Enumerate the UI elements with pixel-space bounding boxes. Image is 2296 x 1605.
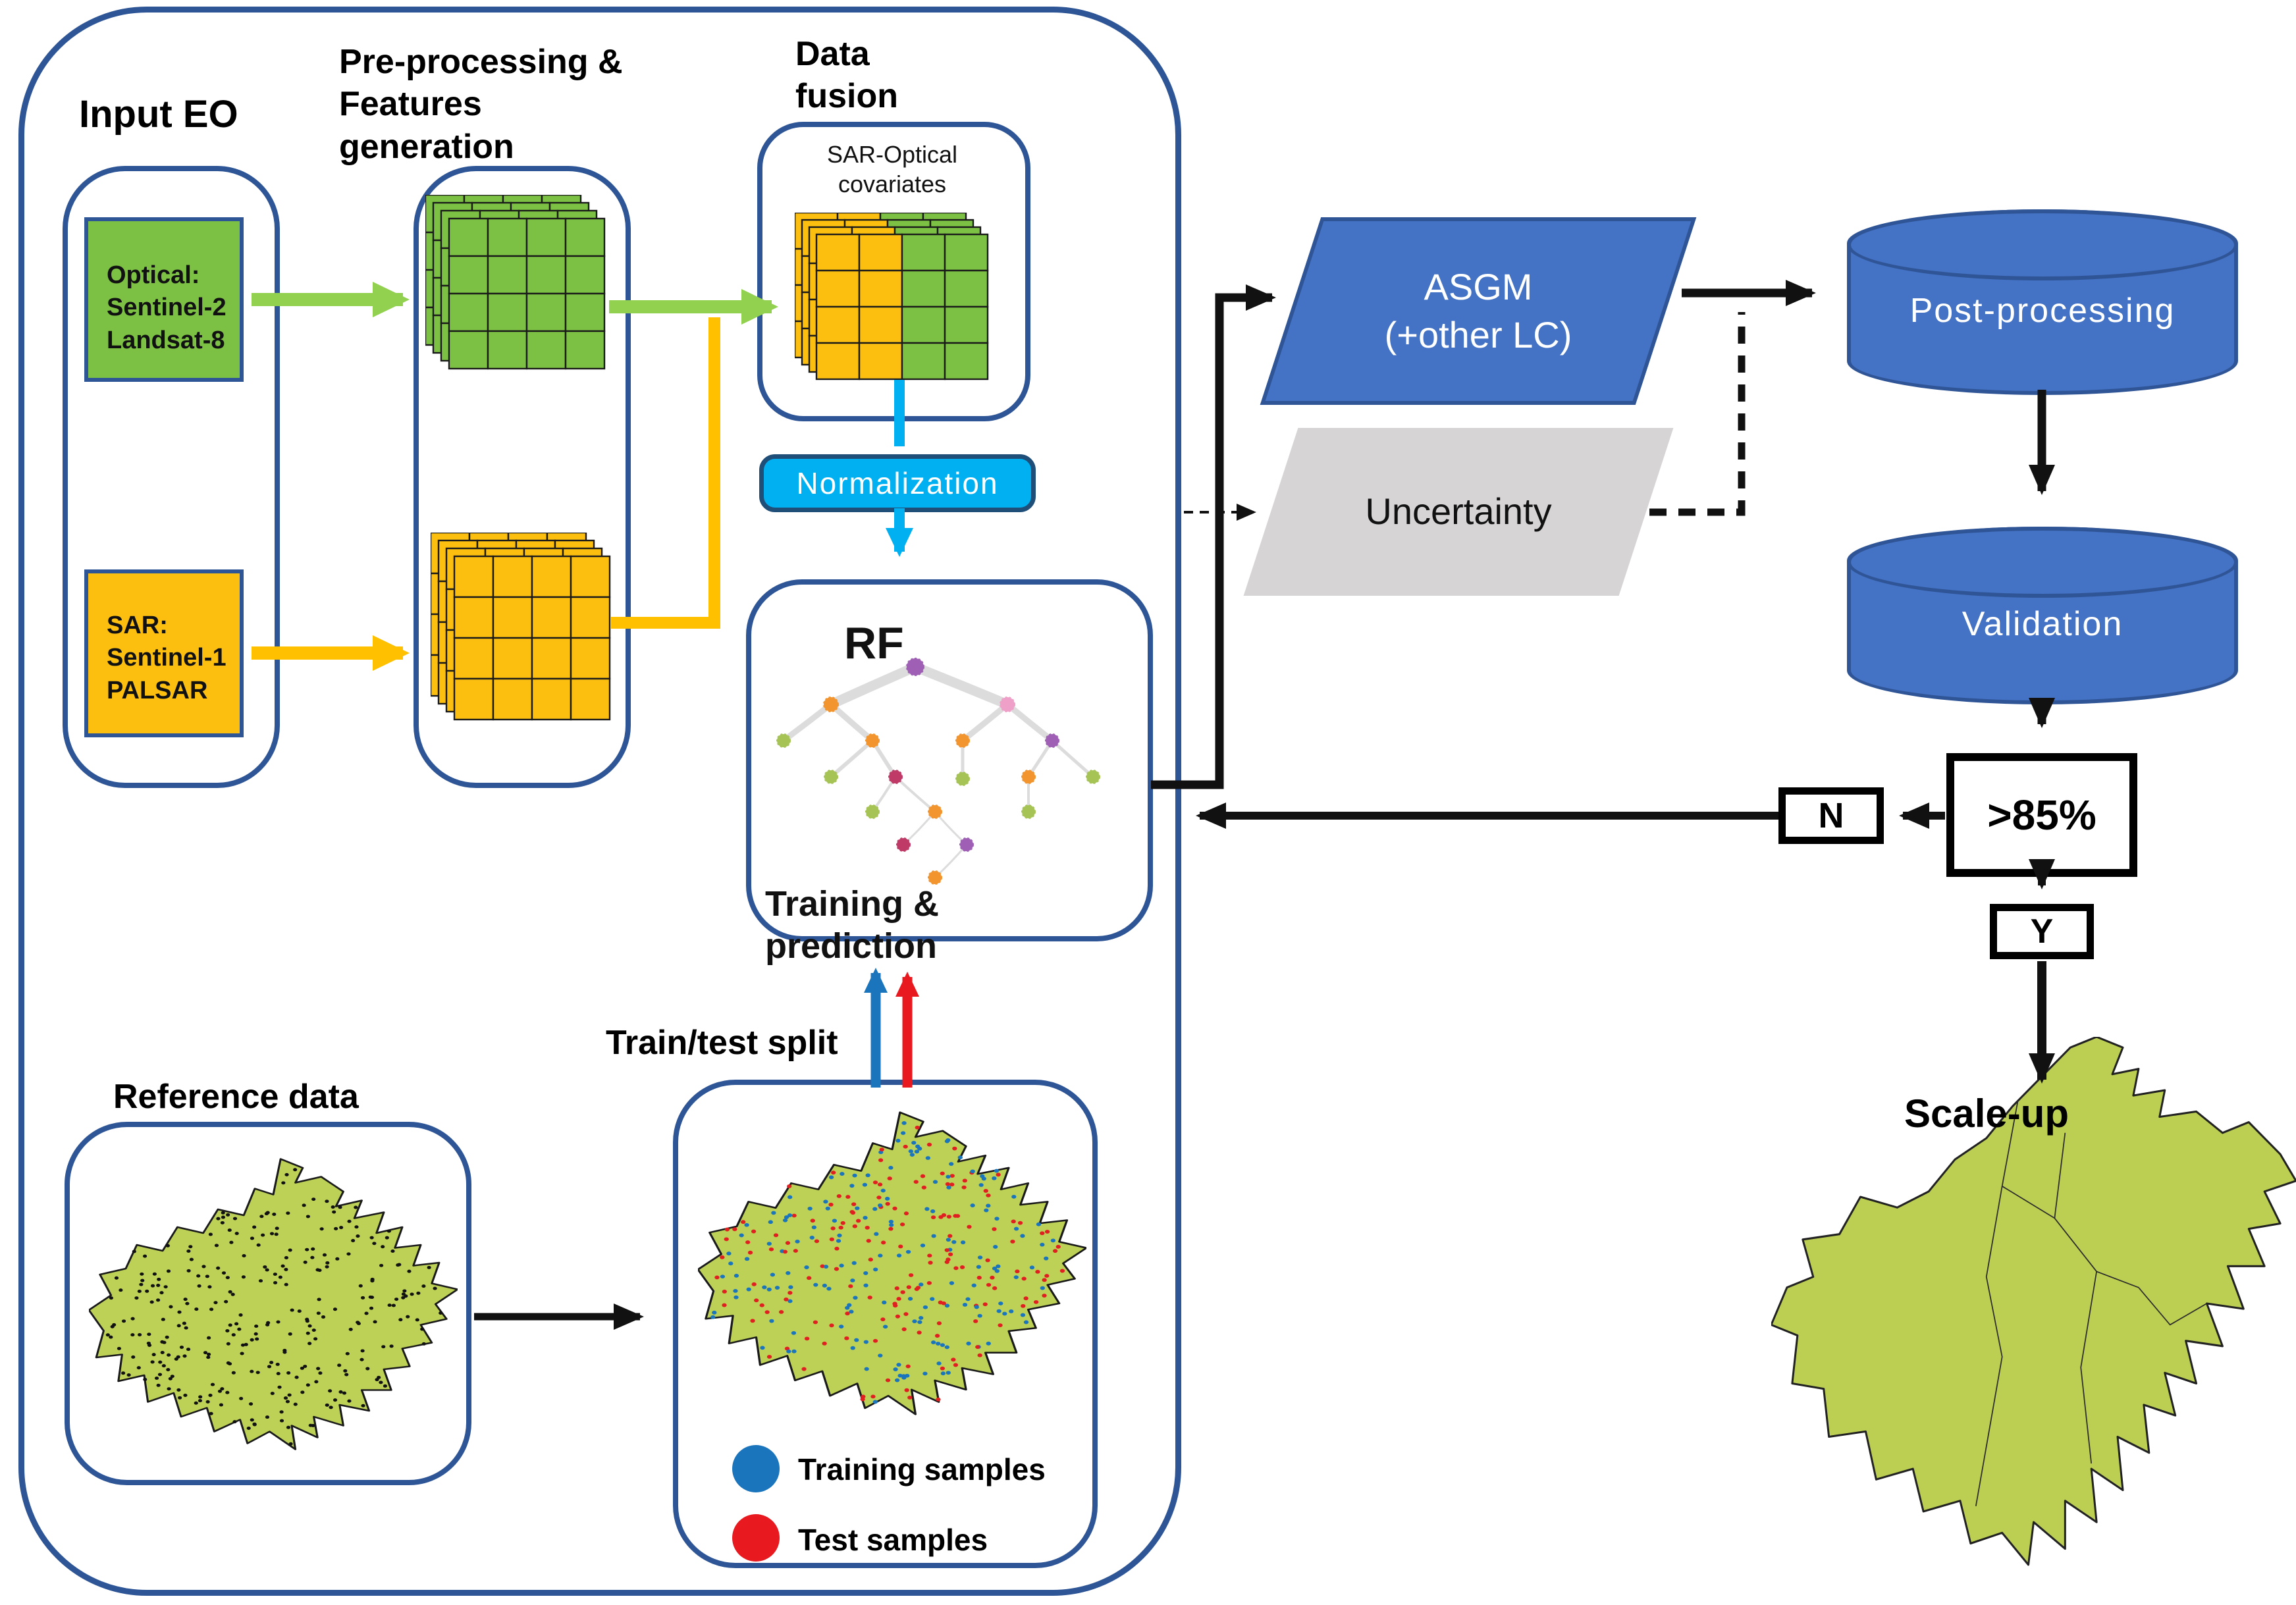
fused-covariate-stack [795, 213, 989, 381]
post-processing-cylinder: Post-processing [1847, 209, 2238, 395]
post-processing-label: Post-processing [1909, 292, 2176, 330]
reference-data-box [65, 1122, 471, 1485]
train-test-split-heading: Train/test split [606, 1024, 838, 1062]
province-boundary [2002, 1186, 2098, 1464]
data-fusion-box [757, 122, 1030, 421]
grid-sheet [453, 555, 611, 721]
normalization-label: Normalization [796, 466, 999, 500]
sar-source-box: SAR: Sentinel-1 PALSAR [84, 569, 244, 737]
province-boundary [2054, 1132, 2066, 1219]
optical-source-label: Optical: Sentinel-2 Landsat-8 [107, 261, 227, 354]
rf-box [746, 579, 1153, 941]
random-forest-tree [776, 658, 1100, 885]
yes-box: Y [1990, 904, 2094, 959]
cylinder-top-ellipse [1847, 527, 2238, 598]
validation-label: Validation [1962, 605, 2123, 643]
region-outline [698, 1111, 1086, 1415]
data-fusion-heading: Data fusion [795, 35, 898, 116]
province-boundary [1975, 1101, 2019, 1506]
reference-samples-map [89, 1158, 458, 1450]
input-eo-box [63, 166, 280, 788]
region-outline [1771, 1037, 2296, 1566]
pipeline-container [18, 7, 1181, 1596]
input-eo-heading: Input EO [79, 93, 238, 136]
normalization-box: Normalization [759, 454, 1036, 512]
scale-up-map [1771, 1037, 2296, 1566]
train-test-samples-map [698, 1111, 1086, 1415]
sar-feature-stack [431, 533, 611, 721]
training-samples-label: Training samples [798, 1452, 1046, 1487]
cylinder-top-ellipse [1847, 209, 2238, 280]
sar-source-label: SAR: Sentinel-1 PALSAR [107, 612, 227, 704]
sample-dots [105, 1168, 443, 1446]
grid-sheet [815, 233, 989, 381]
uncertainty-label: Uncertainty [1365, 490, 1552, 533]
threshold-box: >85% [1946, 753, 2137, 877]
rf-label: RF [844, 618, 904, 668]
asgm-label: ASGM (+other LC) [1384, 265, 1572, 355]
scale-up-heading: Scale-up [1904, 1092, 2069, 1136]
training-samples-dot [732, 1445, 780, 1492]
tree-nodes [776, 658, 1100, 885]
training-prediction-label: Training & prediction [765, 884, 940, 966]
test-samples-dot [732, 1514, 780, 1562]
train-test-box [673, 1080, 1098, 1568]
test-samples-label: Test samples [798, 1523, 988, 1557]
region-outline [89, 1158, 458, 1450]
optical-feature-stack [425, 195, 606, 370]
province-boundary [2096, 1271, 2207, 1326]
sar-optical-covariates-label: SAR-Optical covariates [826, 141, 958, 197]
preprocessing-heading: Pre-processing & Features generation [339, 43, 623, 166]
no-box: N [1778, 787, 1884, 844]
grid-sheet [448, 217, 606, 370]
validation-cylinder: Validation [1847, 527, 2238, 704]
sample-dots [710, 1121, 1065, 1404]
reference-data-heading: Reference data [113, 1078, 359, 1116]
optical-source-box: Optical: Sentinel-2 Landsat-8 [84, 217, 244, 382]
